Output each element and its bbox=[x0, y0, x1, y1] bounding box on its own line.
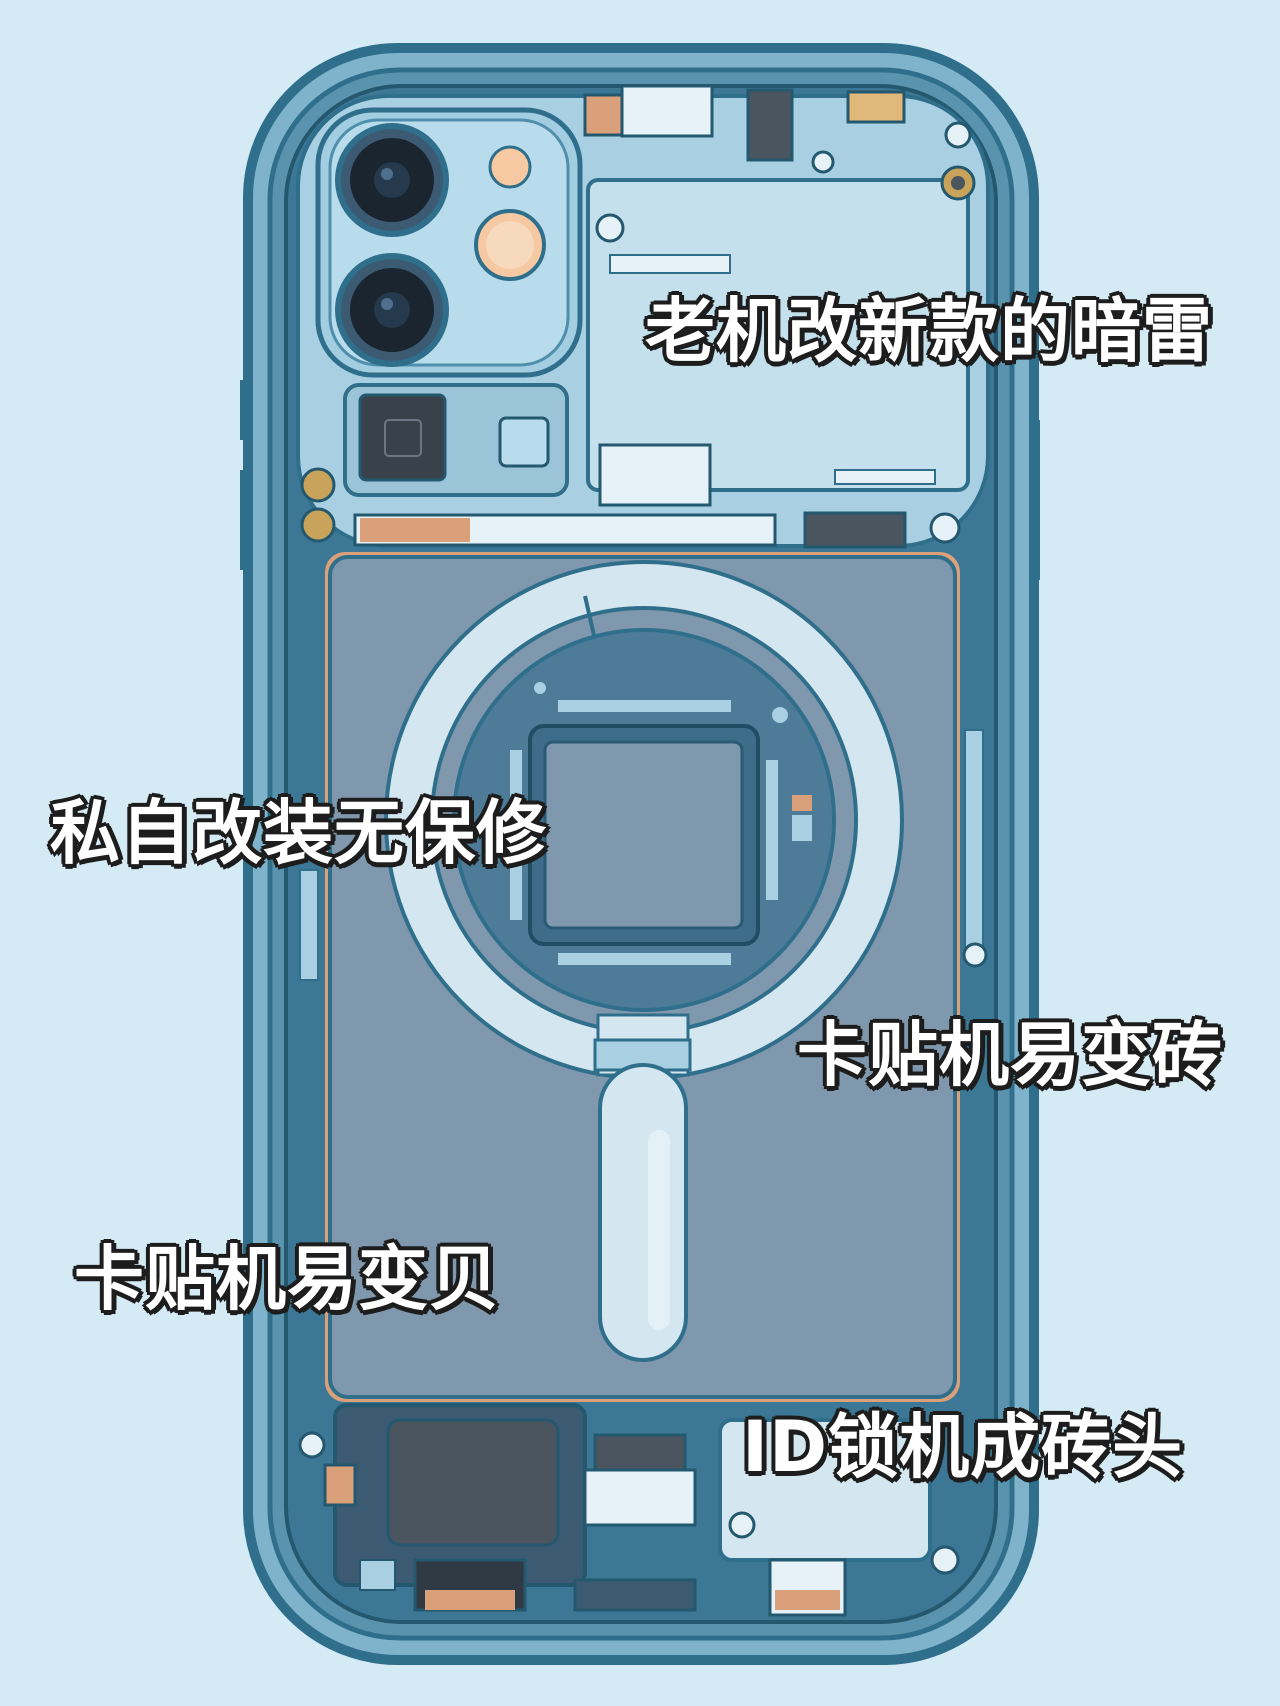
camera-module bbox=[315, 107, 583, 378]
annotation-id-locked-brick: ID锁机成砖头 bbox=[740, 1406, 1184, 1488]
magsafe-tail bbox=[598, 1063, 688, 1362]
annotation-sim-adapter-shell: 卡贴机易变贝 bbox=[73, 1238, 501, 1320]
annotation-unauthorized-modification: 私自改装无保修 bbox=[49, 792, 548, 874]
processor-chip bbox=[510, 700, 812, 965]
annotation-sim-adapter-brick: 卡贴机易变砖 bbox=[796, 1014, 1224, 1096]
annotation-old-phone-upgrade-risk: 老机改新款的暗雷 bbox=[644, 290, 1214, 372]
